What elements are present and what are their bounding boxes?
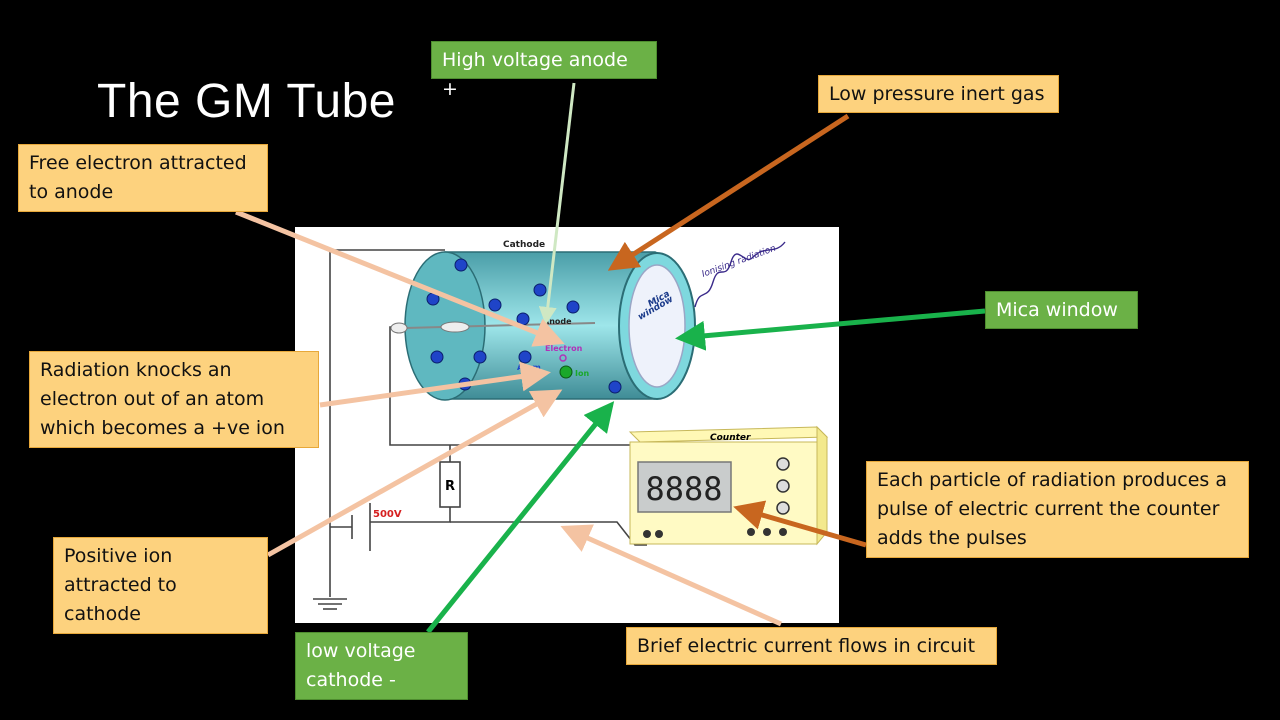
resistor: [439, 461, 461, 508]
page-title: The GM Tube: [97, 75, 396, 128]
svg-text:Cathode: Cathode: [503, 240, 545, 250]
label-high-voltage-anode: High voltage anode +: [431, 41, 657, 100]
anode-insulator: [440, 321, 470, 333]
label-brief-current: Brief electric current flows in circuit: [626, 627, 997, 665]
arrow-current: [560, 524, 783, 627]
label-free-electron: Free electron attracted to anode: [18, 144, 268, 212]
svg-text:Electron: Electron: [545, 344, 583, 353]
label-positive-ion: Positive ion attracted to cathode: [53, 537, 268, 634]
arrow-free-electron: [235, 209, 565, 347]
ion: [559, 365, 573, 379]
radiation-path: [694, 241, 786, 308]
svg-text:Counter: Counter: [710, 433, 751, 443]
arrow-cathode: [426, 401, 615, 634]
label-low-pressure-gas: Low pressure inert gas: [818, 75, 1059, 113]
resistor-label: R: [445, 479, 455, 494]
label-mica-window: Mica window: [985, 291, 1138, 329]
counter-digits: 8888: [645, 470, 722, 508]
voltage-label: 500V: [373, 509, 402, 520]
arrow-positive-ion: [266, 389, 563, 558]
arrow-mica: [675, 308, 986, 351]
arrow-radiation: [319, 361, 551, 408]
arrow-anode: [538, 82, 576, 325]
svg-text:Ion: Ion: [575, 369, 589, 378]
arrow-counter: [733, 500, 867, 548]
label-pulse-counter: Each particle of radiation produces a pu…: [866, 461, 1249, 558]
label-radiation-knocks-electron: Radiation knocks an electron out of an a…: [29, 351, 319, 448]
electron: [559, 354, 567, 362]
counter-display: [637, 461, 732, 513]
arrow-gas: [607, 113, 850, 271]
label-low-voltage-cathode: low voltage cathode -: [295, 632, 468, 700]
